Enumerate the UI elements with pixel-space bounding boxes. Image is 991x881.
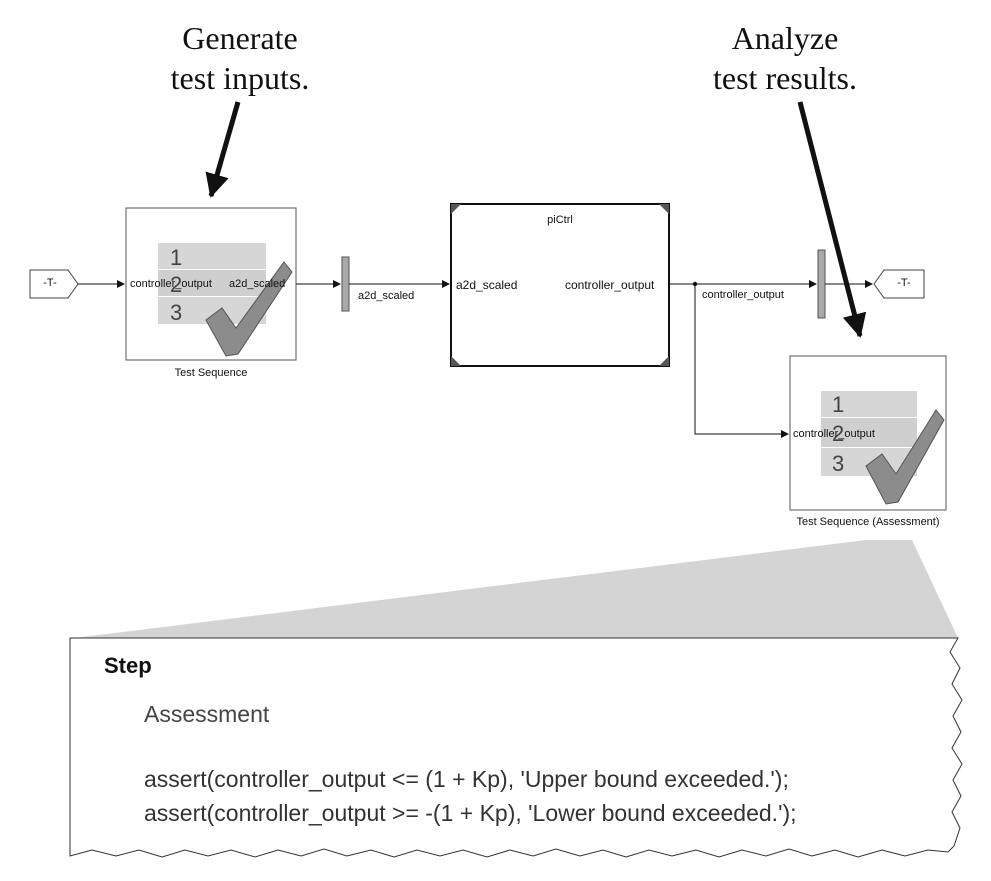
pictrl-title: piCtrl [547,214,573,226]
test-sequence-name: Test Sequence [174,367,248,379]
step-name: Assessment [144,701,270,727]
assessment-name: Test Sequence (Assessment) [796,516,940,528]
test-sequence-block-area[interactable]: 1 2 3 controller_output a2d_scaled [126,208,296,360]
pictrl-block-area[interactable]: piCtrl a2d_scaled controller_output [451,204,669,366]
generate-arrow [205,101,241,198]
bus-bar-left [341,256,350,312]
analyze-arrow [797,101,867,338]
test-sequence-output-port: a2d_scaled [229,278,286,290]
generate-annotation: Generate test inputs. [130,18,350,98]
assessment-block-area[interactable]: 1 2 3 controller_output [790,356,946,510]
signal-controller-label: controller_output [702,289,784,301]
generate-annotation-line1: Generate [182,20,298,56]
test-sequence-step-3: 3 [170,300,183,325]
callout-wedge [74,540,958,638]
pictrl-output-port: controller_output [565,278,655,292]
bus-bar-right [817,249,826,319]
step-code-line-2: assert(controller_output >= -(1 + Kp), '… [144,800,797,826]
analyze-annotation: Analyze test results. [670,18,900,98]
signal-a2d-label: a2d_scaled [358,290,415,302]
assessment-step-3: 3 [832,451,845,476]
test-sequence-step-1: 1 [170,245,183,270]
assessment-step-2: 2 [832,421,845,446]
step-code-line-1: assert(controller_output <= (1 + Kp), 'U… [144,766,789,792]
step-panel-header: Step [104,653,152,678]
assessment-checkmark [865,409,945,505]
test-sequence-input-port: controller_output [130,278,212,290]
goto-tag[interactable]: -T- [897,277,911,289]
pictrl-block [450,203,670,367]
analyze-annotation-line2: test results. [713,60,857,96]
analyze-annotation-line1: Analyze [731,20,839,56]
assessment-block [789,355,947,511]
test-sequence-checkmark [205,261,293,357]
step-panel-border [69,637,963,858]
assessment-step-1: 1 [832,392,845,417]
from-tag[interactable]: -T- [43,277,57,289]
test-sequence-step-2: 2 [170,272,183,297]
from-tag-shape [29,269,79,299]
goto-tag-shape [873,269,925,299]
pictrl-input-port: a2d_scaled [456,278,518,292]
generate-annotation-line2: test inputs. [170,60,310,96]
assessment-input-port: controller_output [793,428,875,440]
